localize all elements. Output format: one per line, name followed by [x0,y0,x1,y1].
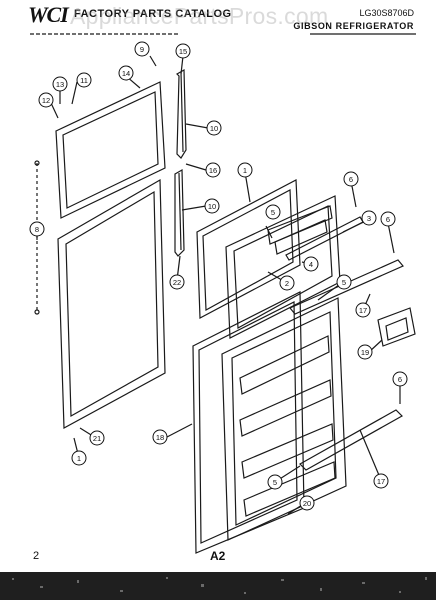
svg-text:17: 17 [377,477,385,486]
svg-text:14: 14 [122,69,130,78]
section-label: A2 [210,549,226,563]
svg-text:15: 15 [179,47,187,56]
callout-5-top: 5 [265,204,281,220]
callouts: 9 15 14 13 11 12 10 16 8 10 22 1 6 5 3 6… [29,41,408,511]
svg-text:6: 6 [386,215,390,224]
callout-18: 18 [152,429,168,445]
page-number: 2 [33,550,40,562]
callout-12: 12 [38,92,54,108]
callout-4: 4 [303,256,319,272]
svg-text:6: 6 [349,175,353,184]
freezer-handle [176,68,187,159]
callout-2: 2 [279,275,295,291]
svg-text:1: 1 [243,166,247,175]
fresh-food-gasket [57,178,166,429]
svg-text:21: 21 [93,434,101,443]
callout-8: 8 [29,221,45,237]
svg-text:10: 10 [210,124,218,133]
callout-19: 19 [357,344,373,360]
callout-1-top: 1 [237,162,253,178]
svg-text:2: 2 [285,279,289,288]
callout-6-mid: 6 [380,211,396,227]
callout-6-low: 6 [392,371,408,387]
svg-text:5: 5 [273,478,277,487]
svg-text:22: 22 [173,278,181,287]
callout-5-low: 5 [267,474,283,490]
callout-15: 15 [175,43,191,59]
catalog-title: FACTORY PARTS CATALOG [74,8,232,20]
callout-22: 22 [169,274,185,290]
callout-9: 9 [134,41,150,57]
callout-16: 16 [205,162,221,178]
callout-13: 13 [52,76,68,92]
fresh-food-handle [174,168,185,257]
svg-text:5: 5 [271,208,275,217]
svg-text:13: 13 [56,80,64,89]
callout-1-low: 1 [71,450,87,466]
svg-text:6: 6 [398,375,402,384]
svg-text:19: 19 [361,348,369,357]
callout-14: 14 [118,65,134,81]
svg-text:17: 17 [359,306,367,315]
wci-logo: WCI [28,2,69,27]
callout-3: 3 [361,210,377,226]
door-shelf-bar-lower [299,409,403,471]
callout-6-top: 6 [343,171,359,187]
callout-10: 10 [206,120,222,136]
watermark: AppliancePartsPros.com [70,3,329,29]
door-shelf-bar-upper [289,259,404,315]
svg-text:8: 8 [35,225,39,234]
callout-17-low: 17 [373,473,389,489]
callout-21: 21 [89,430,105,446]
freezer-gasket [55,81,166,219]
callout-20: 20 [299,495,315,511]
svg-text:18: 18 [156,433,164,442]
freezer-door-outer [196,179,301,319]
svg-text:4: 4 [309,260,313,269]
callout-5-mid: 5 [336,274,352,290]
svg-text:16: 16 [209,166,217,175]
svg-text:9: 9 [140,45,144,54]
svg-text:3: 3 [367,214,371,223]
svg-text:12: 12 [42,96,50,105]
fresh-food-door-liner [221,297,347,541]
callout-10b: 10 [204,198,220,214]
brand-line: GIBSON REFRIGERATOR [293,21,414,31]
fresh-food-door-outer [192,291,305,554]
scan-noise-band [0,572,436,600]
butter-door [377,307,416,347]
svg-text:1: 1 [77,454,81,463]
svg-text:20: 20 [303,499,311,508]
header: WCI FACTORY PARTS CATALOG ApplianceParts… [0,0,436,44]
svg-text:5: 5 [342,278,346,287]
svg-text:11: 11 [80,76,88,85]
svg-text:10: 10 [208,202,216,211]
callout-17-top: 17 [355,302,371,318]
model-number: LG30S8706D [359,8,414,18]
callout-11: 11 [76,72,92,88]
